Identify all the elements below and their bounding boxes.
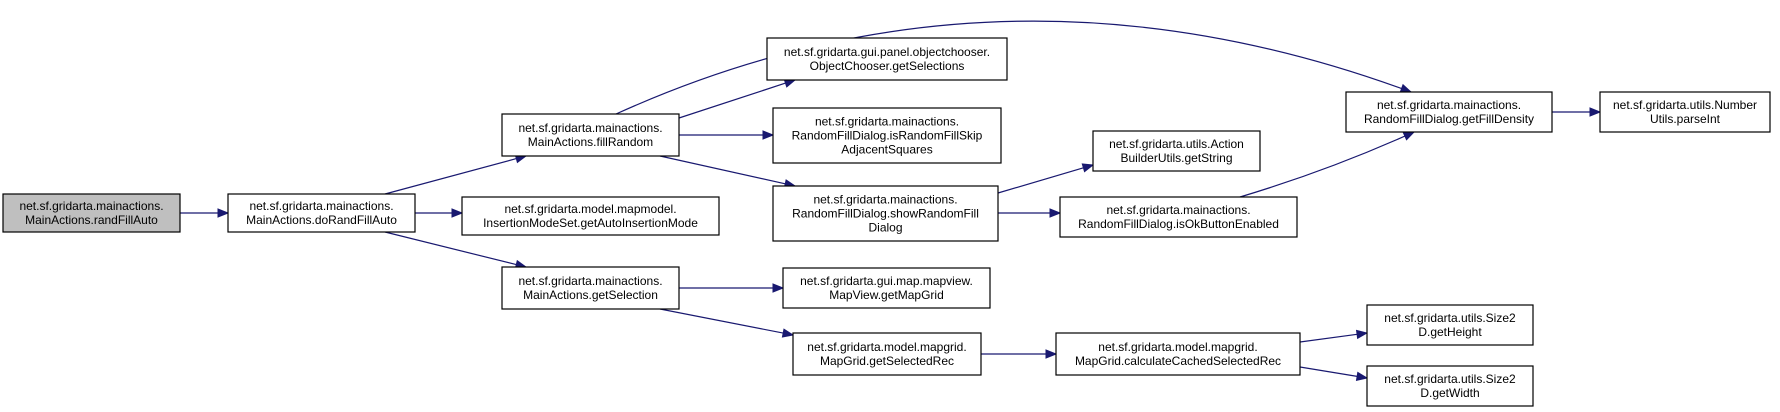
node-box: [501, 113, 680, 157]
node-label-line: net.sf.gridarta.mainactions.: [1106, 203, 1250, 217]
node-label-line: net.sf.gridarta.mainactions.: [1377, 98, 1521, 112]
node-label-line: Dialog: [868, 221, 902, 235]
node-label-line: net.sf.gridarta.utils.Size2: [1384, 372, 1516, 386]
node-doRandFillAuto[interactable]: net.sf.gridarta.mainactions.MainActions.…: [227, 193, 416, 233]
node-label-line: net.sf.gridarta.model.mapgrid.: [807, 340, 966, 354]
node-parseInt[interactable]: net.sf.gridarta.utils.NumberUtils.parseI…: [1599, 91, 1771, 133]
node-label-line: RandomFillDialog.showRandomFill: [792, 207, 979, 221]
node-label-line: net.sf.gridarta.mainactions.: [19, 199, 163, 213]
node-isOkButtonEnabled[interactable]: net.sf.gridarta.mainactions.RandomFillDi…: [1059, 196, 1298, 238]
edge-calculateCachedSelectedRec-to-getWidth: [1299, 366, 1369, 381]
node-label-line: D.getHeight: [1418, 325, 1482, 339]
node-label-line: InsertionModeSet.getAutoInsertionMode: [483, 216, 698, 230]
node-label-line: AdjacentSquares: [841, 143, 932, 157]
edge-doRandFillAuto-to-fillRandom: [384, 154, 528, 195]
node-getSelections[interactable]: net.sf.gridarta.gui.panel.objectchooser.…: [766, 37, 1008, 81]
node-isRandomFillSkip[interactable]: net.sf.gridarta.mainactions.RandomFillDi…: [772, 107, 1002, 164]
node-box: [1055, 332, 1301, 376]
arrow-head: [1049, 208, 1062, 218]
arrow-head: [1399, 83, 1413, 93]
node-box: [772, 185, 999, 242]
edge-getSelection-to-getSelectedRec: [659, 308, 795, 338]
arrow-head: [772, 283, 785, 293]
node-box: [1345, 91, 1553, 133]
node-box: [1059, 196, 1298, 238]
arrow-head: [762, 130, 775, 140]
node-label-line: net.sf.gridarta.mainactions.: [249, 199, 393, 213]
node-box: [2, 193, 181, 233]
node-calculateCachedSelectedRec[interactable]: net.sf.gridarta.model.mapgrid.MapGrid.ca…: [1055, 332, 1301, 376]
arrow-head: [1589, 107, 1602, 117]
node-label-line: MapGrid.getSelectedRec: [820, 354, 954, 368]
arrow-head: [1402, 131, 1416, 141]
node-showRandomFill[interactable]: net.sf.gridarta.mainactions.RandomFillDi…: [772, 185, 999, 242]
node-box: [1366, 304, 1534, 346]
node-label-line: net.sf.gridarta.model.mapgrid.: [1098, 340, 1257, 354]
node-box: [1092, 130, 1261, 172]
node-getFillDensity[interactable]: net.sf.gridarta.mainactions.RandomFillDi…: [1345, 91, 1553, 133]
node-box: [227, 193, 416, 233]
node-getSelection[interactable]: net.sf.gridarta.mainactions.MainActions.…: [501, 266, 680, 310]
node-label-line: net.sf.gridarta.model.mapmodel.: [504, 202, 676, 216]
edge-showRandomFill-to-isOkButtonEnabled: [998, 208, 1062, 218]
node-label-line: net.sf.gridarta.gui.panel.objectchooser.: [784, 45, 990, 59]
node-label-line: net.sf.gridarta.utils.Number: [1613, 98, 1757, 112]
arrow-head: [1045, 349, 1058, 359]
edge-showRandomFill-to-getString: [997, 163, 1095, 194]
node-label-line: net.sf.gridarta.mainactions.: [518, 274, 662, 288]
node-fillRandom[interactable]: net.sf.gridarta.mainactions.MainActions.…: [501, 113, 680, 157]
node-getSelectedRec[interactable]: net.sf.gridarta.model.mapgrid.MapGrid.ge…: [792, 332, 982, 376]
node-label-line: net.sf.gridarta.mainactions.: [813, 193, 957, 207]
node-getAutoInsertionMode[interactable]: net.sf.gridarta.model.mapmodel.Insertion…: [461, 196, 720, 236]
nodes-layer: net.sf.gridarta.mainactions.MainActions.…: [2, 37, 1771, 407]
edge-getSelection-to-getMapGrid: [679, 283, 785, 293]
edge-calculateCachedSelectedRec-to-getHeight: [1299, 329, 1369, 343]
edge-isOkButtonEnabled-to-getFillDensity: [1239, 131, 1416, 198]
node-box: [782, 267, 991, 309]
node-label-line: MainActions.getSelection: [523, 288, 658, 302]
node-label-line: net.sf.gridarta.mainactions.: [815, 115, 959, 129]
node-label-line: Utils.parseInt: [1650, 112, 1721, 126]
node-box: [772, 107, 1002, 164]
node-box: [792, 332, 982, 376]
arrow-head: [217, 208, 230, 218]
edge-doRandFillAuto-to-getSelection: [384, 231, 528, 270]
node-box: [461, 196, 720, 236]
node-label-line: D.getWidth: [1420, 386, 1479, 400]
node-randFillAuto[interactable]: net.sf.gridarta.mainactions.MainActions.…: [2, 193, 181, 233]
node-label-line: net.sf.gridarta.mainactions.: [518, 121, 662, 135]
arrow-head: [1355, 329, 1369, 340]
edge-getFillDensity-to-parseInt: [1552, 107, 1602, 117]
node-box: [1366, 365, 1534, 407]
node-label-line: RandomFillDialog.isRandomFillSkip: [792, 129, 983, 143]
node-getString[interactable]: net.sf.gridarta.utils.ActionBuilderUtils…: [1092, 130, 1261, 172]
node-box: [766, 37, 1008, 81]
node-label-line: MainActions.doRandFillAuto: [246, 213, 397, 227]
node-getMapGrid[interactable]: net.sf.gridarta.gui.map.mapview.MapView.…: [782, 267, 991, 309]
node-label-line: MainActions.randFillAuto: [25, 213, 158, 227]
node-label-line: net.sf.gridarta.utils.Size2: [1384, 311, 1516, 325]
arrow-head: [451, 208, 464, 218]
node-label-line: BuilderUtils.getString: [1120, 151, 1232, 165]
arrow-head: [1081, 163, 1095, 173]
node-label-line: RandomFillDialog.isOkButtonEnabled: [1078, 217, 1279, 231]
arrow-head: [781, 328, 795, 338]
node-box: [501, 266, 680, 310]
node-label-line: MapView.getMapGrid: [829, 288, 944, 302]
node-label-line: MainActions.fillRandom: [528, 135, 653, 149]
edge-doRandFillAuto-to-getAutoInsertionMode: [415, 208, 464, 218]
node-label-line: RandomFillDialog.getFillDensity: [1364, 112, 1534, 126]
node-label-line: net.sf.gridarta.gui.map.mapview.: [800, 274, 973, 288]
edge-randFillAuto-to-doRandFillAuto: [180, 208, 230, 218]
edge-fillRandom-to-isRandomFillSkip: [679, 130, 775, 140]
node-label-line: ObjectChooser.getSelections: [810, 59, 965, 73]
edge-getSelectedRec-to-calculateCachedSelectedRec: [981, 349, 1058, 359]
node-box: [1599, 91, 1771, 133]
node-label-line: net.sf.gridarta.utils.Action: [1109, 137, 1244, 151]
node-label-line: MapGrid.calculateCachedSelectedRec: [1075, 354, 1281, 368]
arrow-head: [1355, 371, 1369, 381]
